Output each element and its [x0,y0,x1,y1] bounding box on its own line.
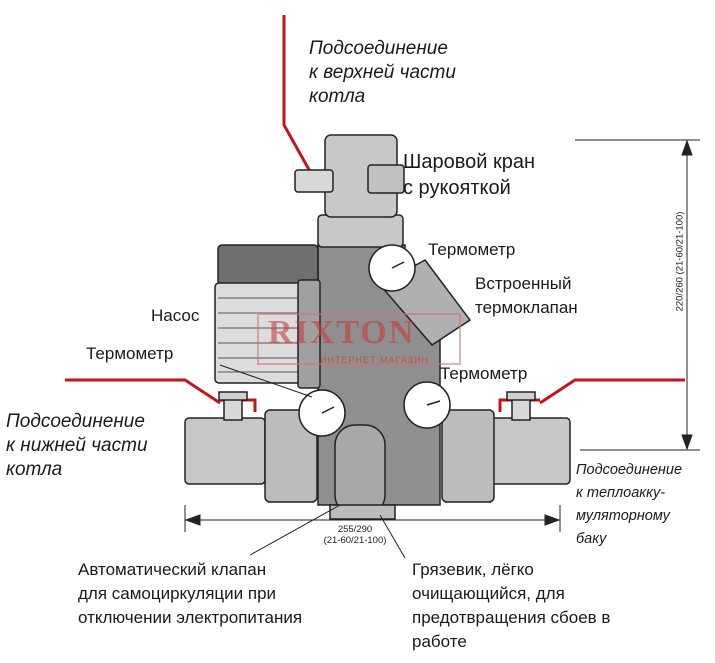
label-dirt-trap: Грязевик, лёгко очищающийся, для предотв… [412,558,610,654]
label-line: предотвращения сбоев в [412,608,611,627]
label-line: с рукояткой [403,177,511,199]
gauge-left-needle [321,406,335,414]
label-line: Подсоединение [576,462,683,478]
thermometer-gauges [298,244,451,437]
pump-head [217,244,319,286]
right-valve-stem [511,397,531,421]
left-pipe [65,378,221,405]
left-connection [184,391,318,503]
dim-height-label: 220/260 (21-60/21-100) [674,211,686,312]
dim-width-label: 255/290 (21-60/21-100) [300,524,410,546]
top-pipe [282,15,314,182]
label-line: Встроенный [475,274,572,293]
dim-line: 255/290 [337,524,373,535]
leader-thermometer-left [219,364,313,398]
label-line: для самоциркуляции при [78,584,277,603]
watermark-box [257,313,461,365]
label-line: к теплоакку- [576,485,666,501]
label-line: очищающийся, для [412,584,565,603]
lower-chamber [334,424,386,516]
watermark-brand: RIXTON [268,314,416,351]
dim-width-right-arrow [544,514,561,526]
right-connection [441,391,571,503]
gauge-top-needle [391,261,405,269]
label-line: муляторному [576,508,670,524]
left-nut [264,409,318,503]
leader-dirt-trap [379,514,406,559]
dimension-lines [184,139,700,532]
leader-lines [219,364,406,559]
right-valve-cap [506,391,536,401]
left-fitting [184,417,266,485]
label-line: котла [6,459,63,480]
label-line: Шаровой кран [403,151,535,173]
label-line: к верхней части [309,62,456,83]
valve-handle-end [367,164,405,194]
label-line: Автоматический клапан [78,560,267,579]
valve-handle [294,169,334,193]
right-nut [441,409,495,503]
label-line: термоклапан [475,298,578,317]
right-pipe [539,378,685,405]
label-tank-connection: Подсоединение к теплоакку- муляторному б… [576,459,682,551]
dim-line: (21-60/21-100) [323,535,387,546]
gauge-right-needle [426,400,441,406]
left-valve-stem [223,397,243,421]
label-ball-valve: Шаровой кран с рукояткой [403,149,535,201]
label-line: отключении электропитания [78,608,303,627]
label-thermometer-left: Термометр [86,344,174,363]
right-fitting [489,417,571,485]
label-line: к нижней части [6,435,148,456]
label-thermometer-right: Термометр [440,364,528,383]
label-auto-valve: Автоматический клапан для самоциркуляции… [78,558,302,630]
label-line: Подсоединение [309,38,448,59]
left-valve-cap [218,391,248,401]
valve-neck [317,214,404,248]
bottom-plug [329,504,396,520]
dim-width-left-arrow [184,514,201,526]
label-line: работе [412,632,467,651]
leader-auto-valve [249,504,341,556]
label-thermo-valve: Встроенный термоклапан [475,272,578,320]
pump-coupling [297,279,321,389]
label-top-connection: Подсоединение к верхней части котла [309,37,456,109]
dim-height-top-arrow [681,139,693,156]
label-line: Подсоединение [6,411,145,432]
dim-height-bottom-arrow [681,434,693,451]
label-bottom-connection: Подсоединение к нижней части котла [6,410,148,482]
label-pump: Насос [151,306,200,325]
label-line: баку [576,531,607,547]
label-line: котла [309,86,366,107]
watermark-tagline: ИНТЕРНЕТ МАГАЗИН [320,355,430,365]
label-thermometer-top: Термометр [428,240,516,259]
label-line: Грязевик, лёгко [412,560,534,579]
